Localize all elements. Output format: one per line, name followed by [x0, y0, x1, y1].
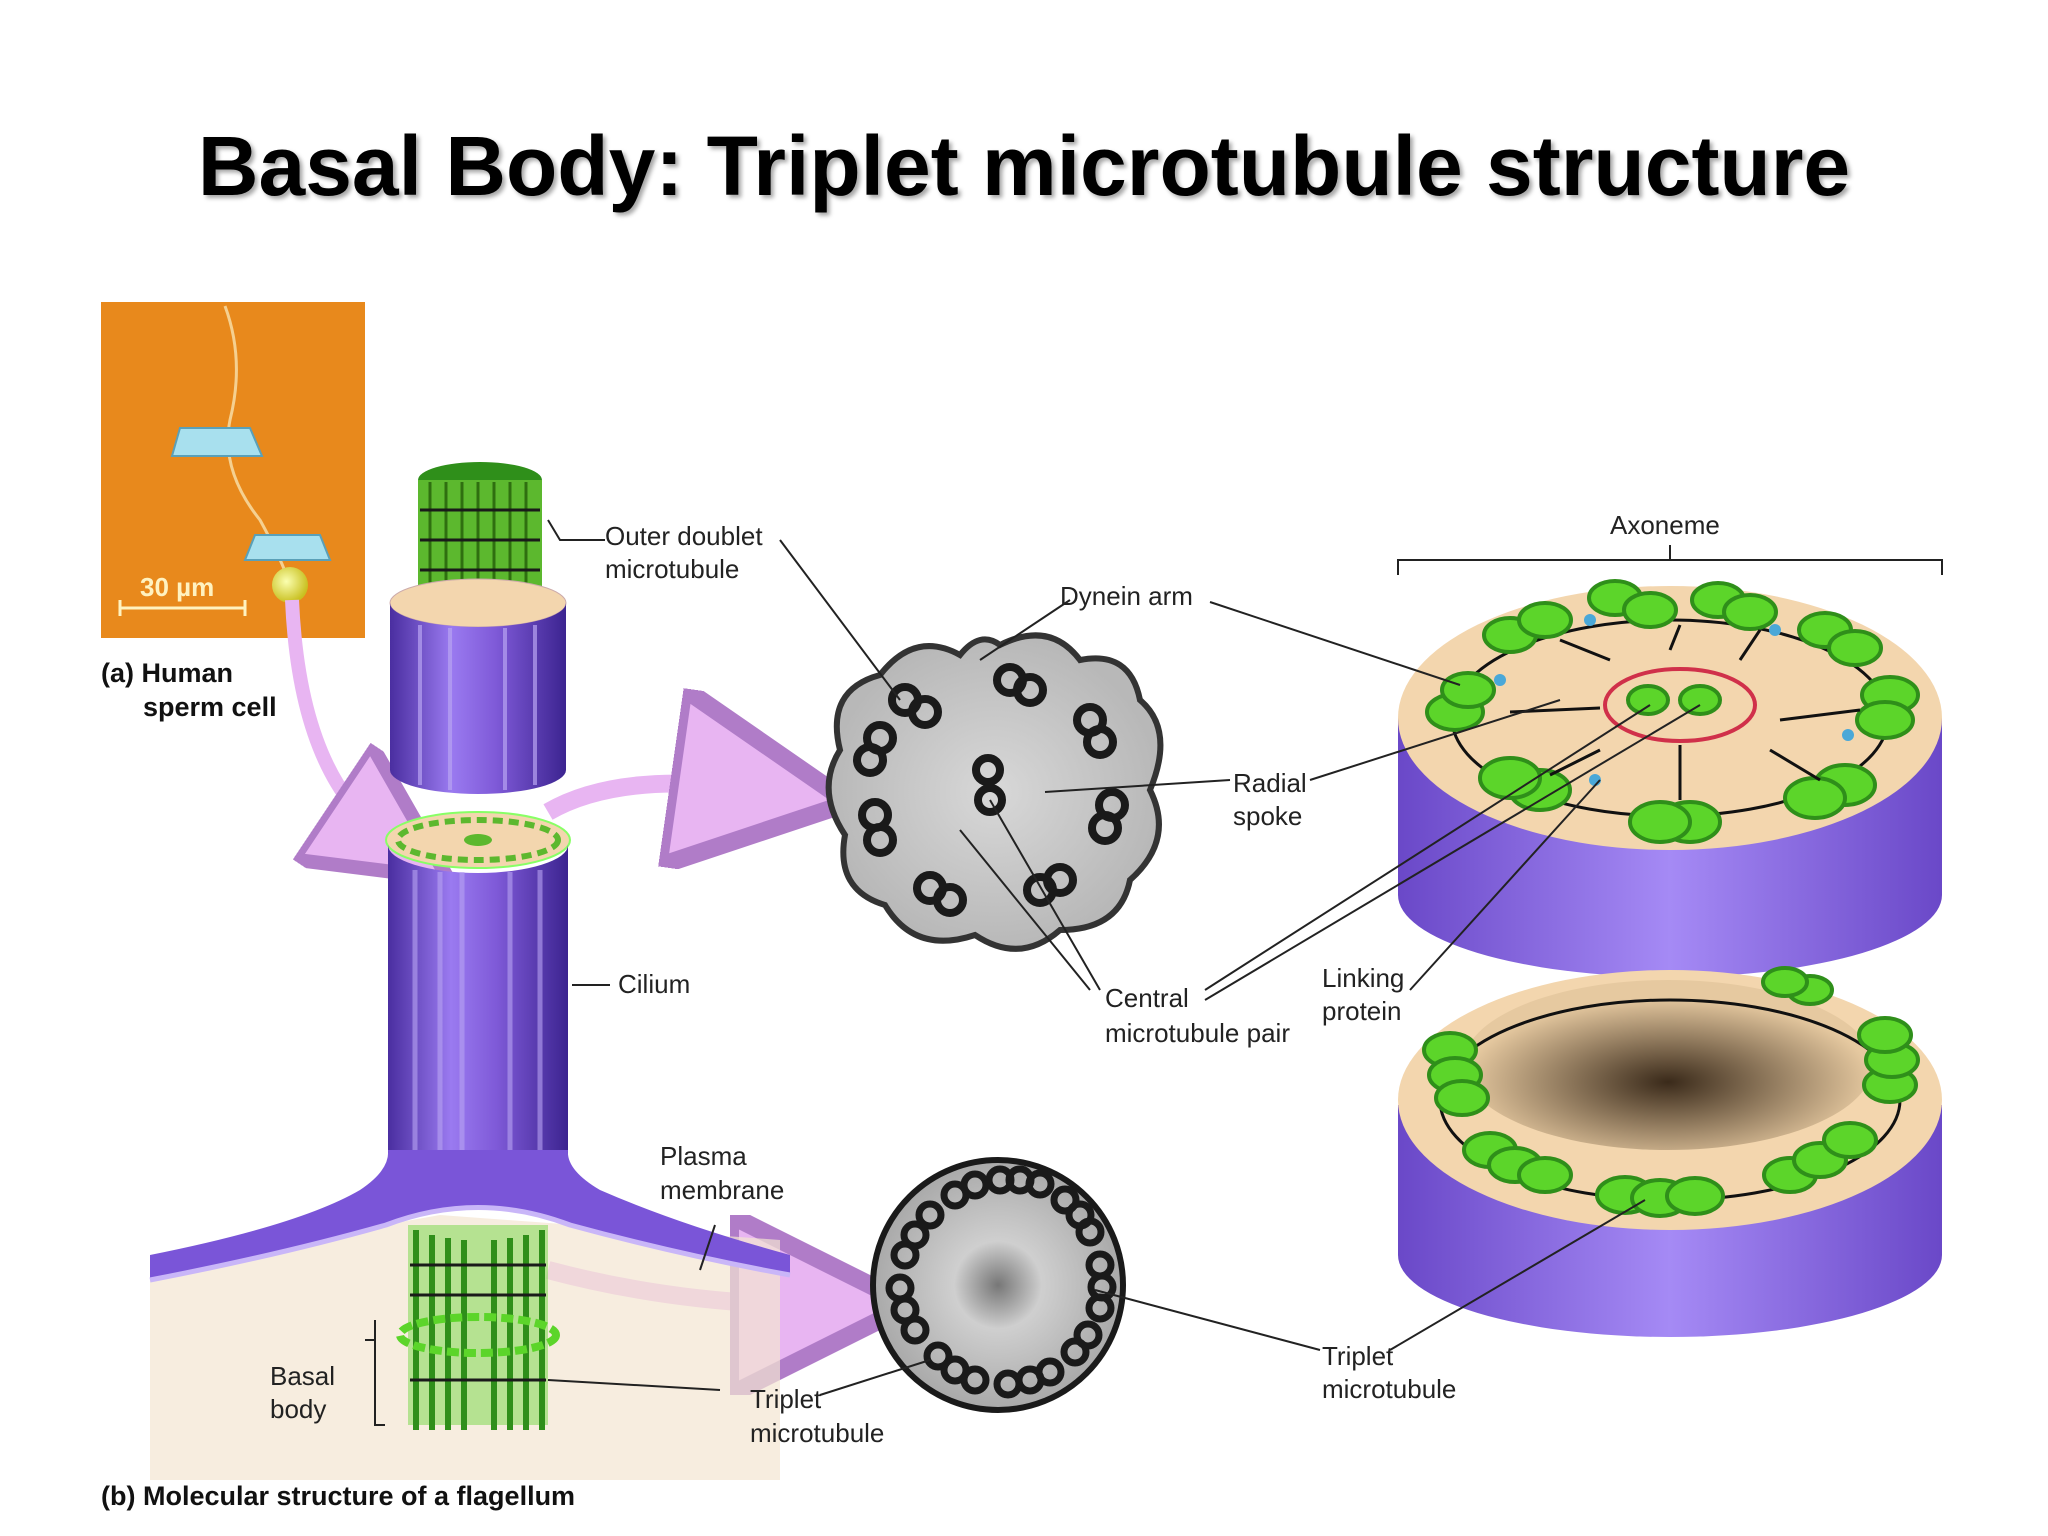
- label-triplet-left-line1: Triplet: [750, 1384, 822, 1414]
- arrow-photo-to-flagellum: [285, 599, 390, 840]
- label-central-line1: Central: [1105, 983, 1189, 1013]
- flagellum-model: [149, 462, 791, 1480]
- label-triplet-left-line2: microtubule: [750, 1418, 884, 1448]
- label-linking-line2: protein: [1322, 996, 1402, 1026]
- slide-title: Basal Body: Triplet microtubule structur…: [197, 119, 1851, 213]
- label-basal-line1: Basal: [270, 1361, 335, 1391]
- label-linking-line1: Linking: [1322, 963, 1404, 993]
- panel-a-caption-line2: sperm cell: [143, 692, 277, 722]
- label-dynein-arm: Dynein arm: [1060, 581, 1193, 611]
- label-axoneme: Axoneme: [1610, 510, 1720, 540]
- label-triplet-right-line2: microtubule: [1322, 1374, 1456, 1404]
- label-cilium: Cilium: [618, 969, 690, 999]
- axoneme-bracket: [1397, 545, 1943, 575]
- basal-body-disk-model: [1398, 966, 1942, 1337]
- panel-a-caption-line1: (a) Human: [101, 658, 233, 688]
- leader-lines: [365, 519, 1701, 1426]
- arrow-to-axoneme-em: [543, 784, 760, 812]
- basal-body-em-image: [870, 1157, 1126, 1413]
- sperm-photo: 30 µm: [101, 302, 365, 638]
- label-triplet-right-line1: Triplet: [1322, 1341, 1394, 1371]
- scale-bar-label: 30 µm: [140, 572, 214, 602]
- axoneme-disk-model: [1398, 579, 1942, 977]
- axoneme-em-image: [825, 632, 1164, 952]
- label-basal-line2: body: [270, 1394, 326, 1424]
- label-central-line2: microtubule pair: [1105, 1018, 1290, 1048]
- label-outer-doublet-line1: Outer doublet: [605, 521, 763, 551]
- panel-b-caption: (b) Molecular structure of a flagellum: [101, 1481, 575, 1511]
- label-plasma-line2: membrane: [660, 1175, 784, 1205]
- label-outer-doublet-line2: microtubule: [605, 554, 739, 584]
- label-radial-line2: spoke: [1233, 801, 1302, 831]
- label-plasma-line1: Plasma: [660, 1141, 747, 1171]
- label-radial-line1: Radial: [1233, 768, 1307, 798]
